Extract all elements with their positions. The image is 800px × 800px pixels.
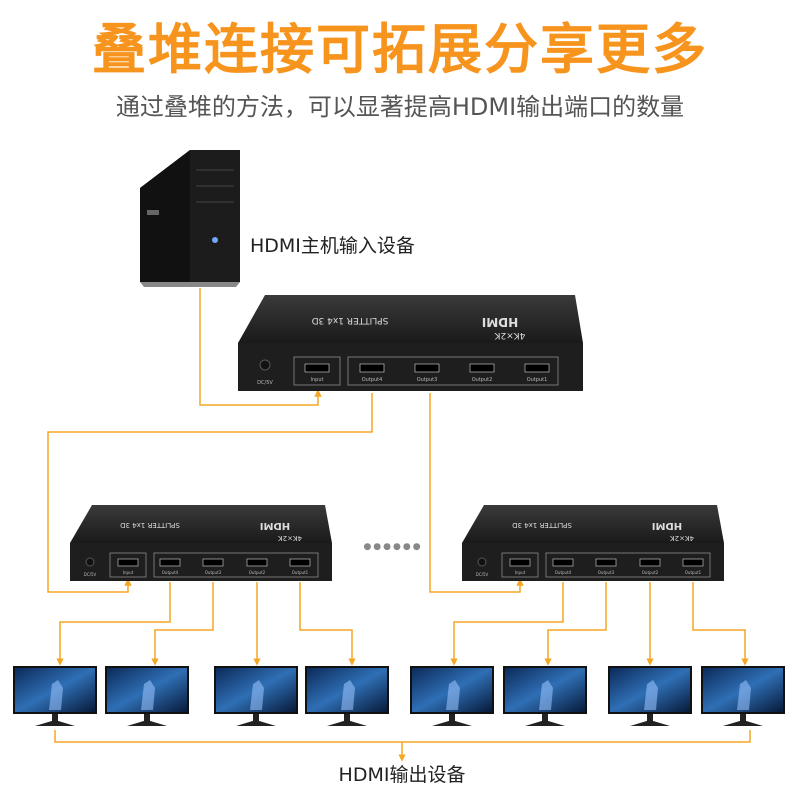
more-splitters-ellipsis: ●●●●●● [363, 542, 422, 552]
monitor-icon [305, 666, 389, 726]
splitter-right-model: SPLITTER 1x4 3D [512, 521, 572, 529]
splitter-left-output1-label: Output1 [292, 570, 309, 575]
splitter-left-input-label: Input [123, 570, 134, 575]
output-device-label: HDMI输出设备 [339, 764, 466, 786]
splitter-main-resolution: 4K×2K [494, 330, 526, 340]
splitter-main-input-label: Input [311, 377, 324, 383]
splitter-main-brand: HDMI [482, 315, 518, 329]
desktop-tower-icon [140, 150, 240, 287]
monitor-icon [13, 666, 97, 726]
splitter-right-output1-label: Output1 [685, 570, 702, 575]
splitter-left-dc-label: DC/5V [84, 572, 97, 577]
splitter-main-model: SPLITTER 1x4 3D [312, 315, 389, 325]
splitter-right-output2-label: Output2 [642, 570, 659, 575]
splitter-right-output3-label: Output3 [598, 570, 615, 575]
splitter-left-model: SPLITTER 1x4 3D [120, 521, 180, 529]
splitter-right: HDMI SPLITTER 1x4 3D 4K×2K DC/5V Input O… [462, 505, 724, 581]
splitter-main-dc-label: DC/5V [257, 380, 273, 386]
monitor-icon [701, 666, 785, 726]
page-subtitle: 通过叠堆的方法，可以显著提高HDMI输出端口的数量 [115, 93, 685, 121]
splitter-left-resolution: 4K×2K [278, 534, 302, 542]
splitter-right-dc-label: DC/5V [476, 572, 489, 577]
splitter-right-brand: HDMI [652, 520, 682, 531]
splitter-main-output3-label: Output3 [417, 377, 438, 383]
splitter-main-output2-label: Output2 [472, 377, 493, 383]
connection-lines [47, 288, 751, 762]
monitor-icon [608, 666, 692, 726]
splitter-right-input-label: Input [515, 570, 526, 575]
splitter-left-output2-label: Output2 [249, 570, 266, 575]
splitter-left-brand: HDMI [260, 520, 290, 531]
splitter-main-output1-label: Output1 [527, 377, 548, 383]
monitor-row [13, 666, 785, 726]
splitter-right-resolution: 4K×2K [670, 534, 694, 542]
monitor-icon [105, 666, 189, 726]
splitter-left: HDMI SPLITTER 1x4 3D 4K×2K DC/5V Input O… [70, 505, 332, 581]
monitor-icon [214, 666, 298, 726]
splitter-main: HDMI SPLITTER 1x4 3D 4K×2K DC/5V Input O… [238, 295, 583, 391]
splitter-right-output4-label: Output4 [555, 570, 572, 575]
page-title: 叠堆连接可拓展分享更多 [92, 18, 708, 81]
splitter-left-output4-label: Output4 [162, 570, 179, 575]
monitor-icon [503, 666, 587, 726]
splitter-left-output3-label: Output3 [205, 570, 222, 575]
source-device-label: HDMI主机输入设备 [250, 235, 415, 257]
splitter-main-output4-label: Output4 [362, 377, 383, 383]
monitor-icon [410, 666, 494, 726]
